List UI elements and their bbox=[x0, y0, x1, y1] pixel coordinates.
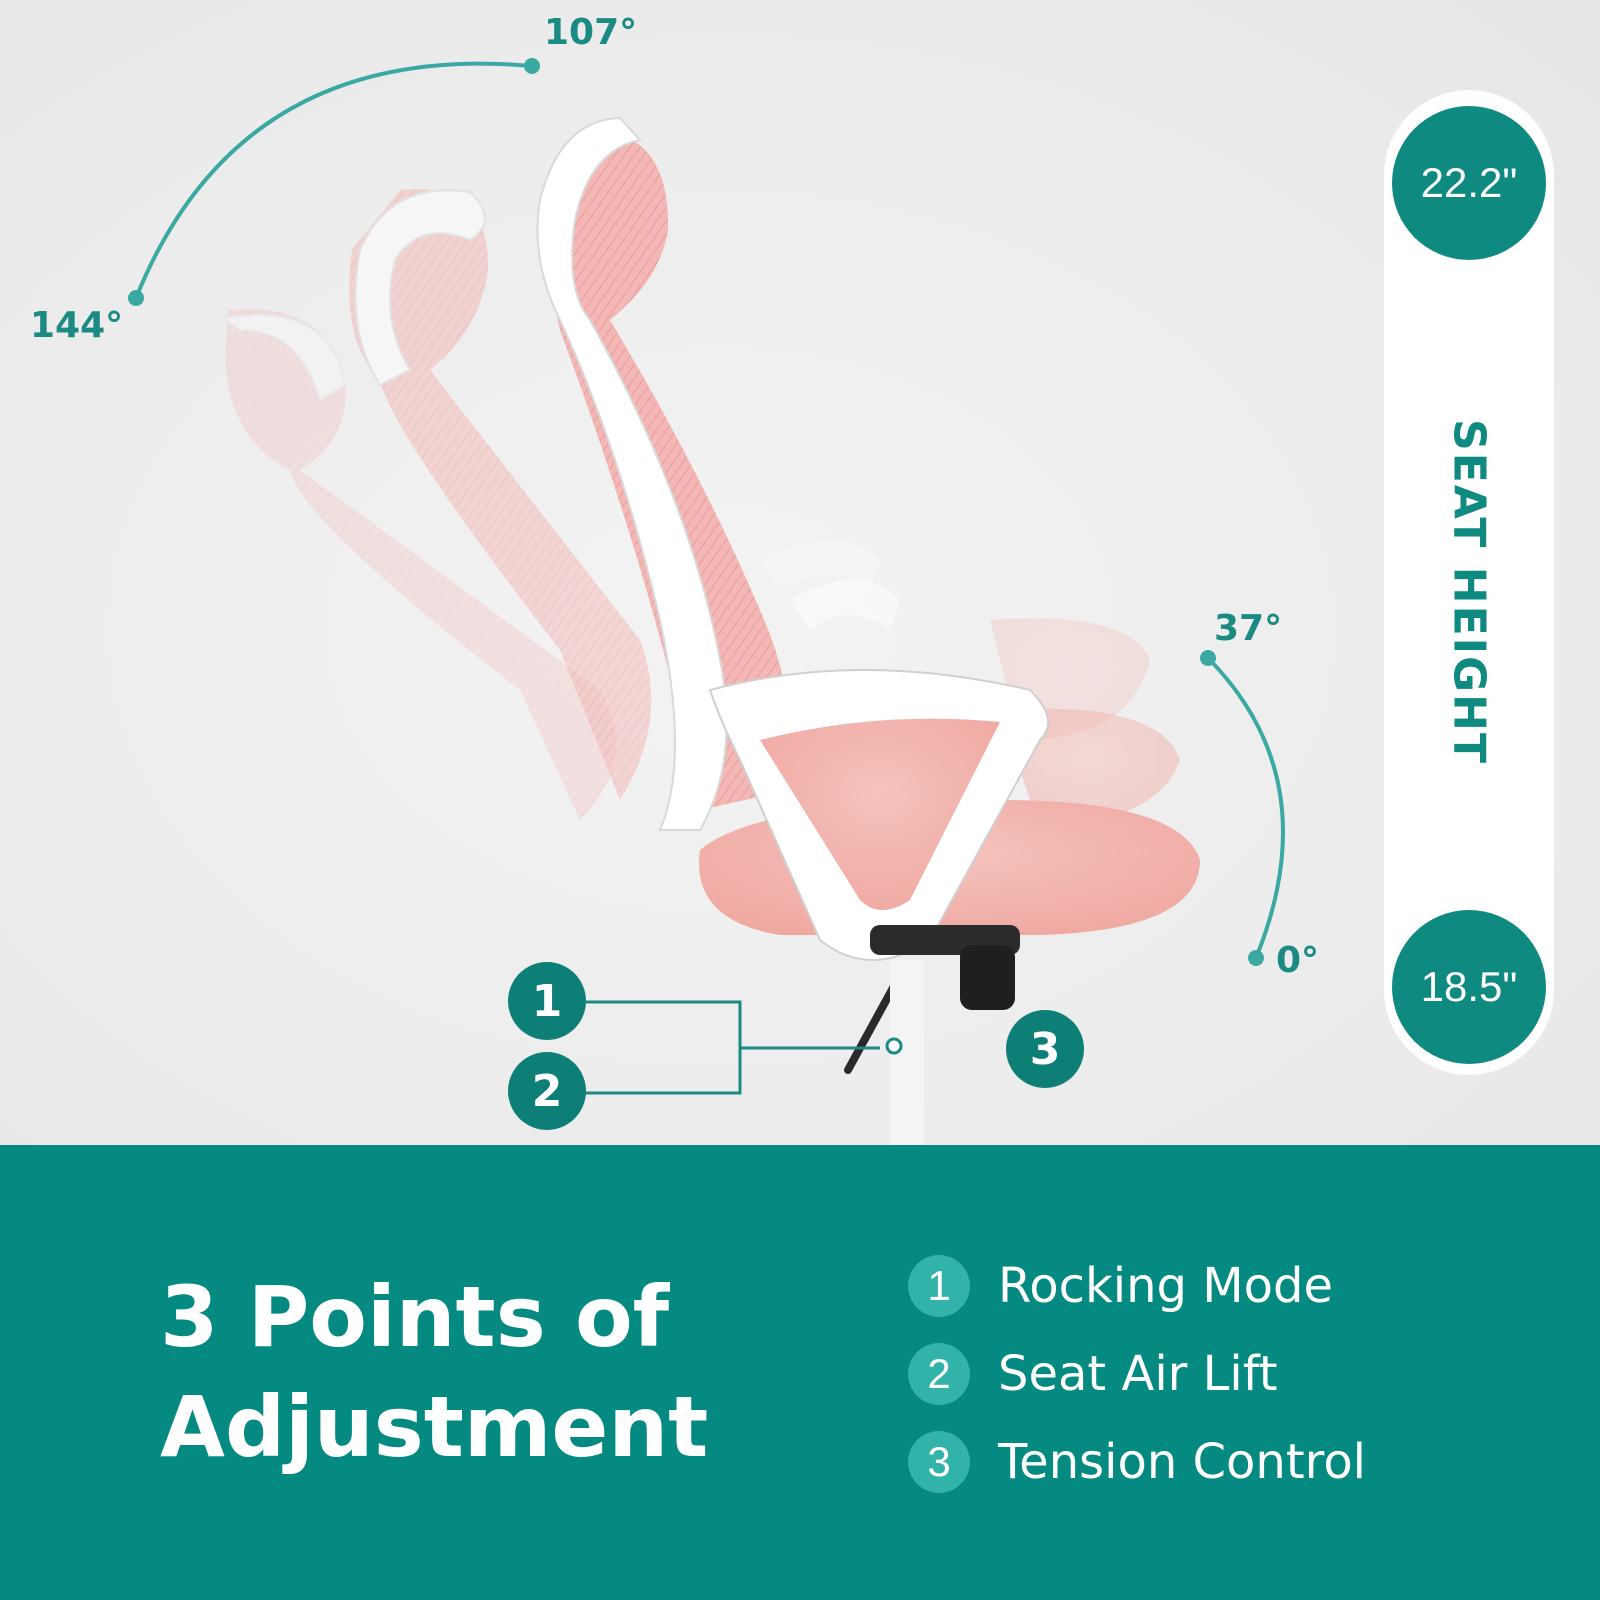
chair-illustration bbox=[128, 58, 1504, 1095]
recline-arc-start-dot bbox=[128, 290, 144, 306]
callout-leader-2 bbox=[584, 1048, 742, 1095]
callout-badge-3: 3 bbox=[1006, 1010, 1084, 1088]
feature-list: 1 Rocking Mode 2 Seat Air Lift 3 Tension… bbox=[908, 1242, 1366, 1506]
feature-item-seat-air-lift: 2 Seat Air Lift bbox=[908, 1330, 1366, 1418]
ghost-chair-107 bbox=[349, 189, 1180, 830]
feature-label-rocking-mode: Rocking Mode bbox=[998, 1258, 1334, 1314]
feature-item-tension-control: 3 Tension Control bbox=[908, 1418, 1366, 1506]
seat-height-min: 18.5" bbox=[1392, 910, 1546, 1064]
feature-label-seat-air-lift: Seat Air Lift bbox=[998, 1346, 1278, 1402]
headline: 3 Points of Adjustment bbox=[160, 1268, 709, 1476]
callout-leader-dot bbox=[885, 1037, 903, 1055]
feature-number-2: 2 bbox=[908, 1343, 970, 1405]
angle-label-37: 37° bbox=[1214, 608, 1283, 649]
feature-label-tension-control: Tension Control bbox=[998, 1434, 1367, 1490]
photo-background bbox=[0, 0, 1600, 1145]
seat-height-label: SEAT HEIGHT bbox=[1443, 419, 1495, 765]
angle-label-0: 0° bbox=[1276, 940, 1320, 981]
feature-number-1: 1 bbox=[908, 1255, 970, 1317]
recline-arc-end-dot bbox=[524, 58, 540, 74]
tension-knob bbox=[960, 945, 1015, 1010]
backrest-frame bbox=[536, 116, 728, 831]
angle-label-144: 144° bbox=[30, 305, 124, 346]
footer-banner bbox=[0, 1145, 1600, 1600]
recline-arc bbox=[134, 61, 533, 299]
armrest-cutout bbox=[760, 718, 1000, 910]
rocking-arc-end-dot bbox=[1248, 950, 1264, 966]
angle-label-107: 107° bbox=[544, 12, 638, 53]
callout-badge-2: 2 bbox=[508, 1052, 586, 1130]
rocking-arc-start-dot bbox=[1200, 650, 1216, 666]
callout-badge-1: 1 bbox=[508, 962, 586, 1040]
feature-item-rocking-mode: 1 Rocking Mode bbox=[908, 1242, 1366, 1330]
callout-leader-1 bbox=[584, 1000, 880, 1050]
backrest-mesh bbox=[550, 130, 792, 810]
seat-height-max: 22.2" bbox=[1392, 106, 1546, 260]
rocking-arc bbox=[1206, 656, 1285, 959]
feature-number-3: 3 bbox=[908, 1431, 970, 1493]
